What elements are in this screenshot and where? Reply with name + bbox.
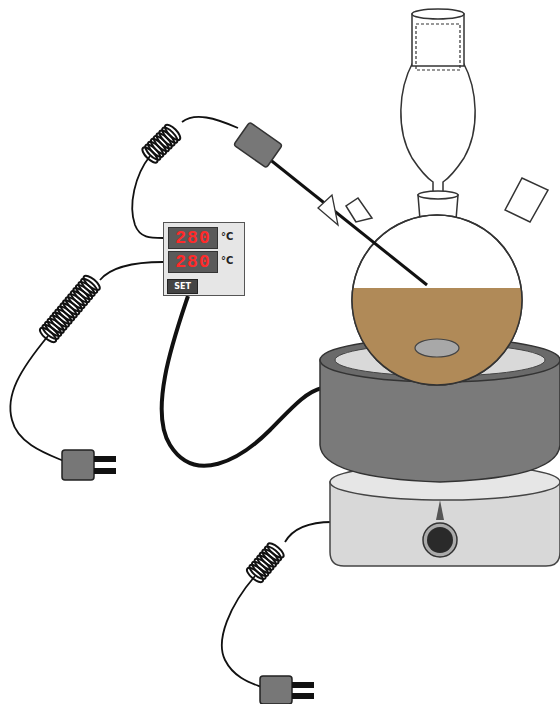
plug bbox=[62, 450, 116, 480]
thermocouple-probe bbox=[234, 122, 427, 285]
cable bbox=[10, 117, 332, 688]
addition-funnel bbox=[401, 9, 475, 196]
unit-label: °C bbox=[221, 232, 233, 242]
plug bbox=[260, 676, 314, 704]
display-reading: 280 bbox=[175, 253, 210, 271]
power-cable bbox=[162, 296, 322, 466]
set-button: SET bbox=[167, 279, 198, 294]
temperature-display: 280 bbox=[168, 227, 218, 249]
display-reading: 280 bbox=[175, 229, 210, 247]
button-label: SET bbox=[174, 283, 191, 291]
unit-label: °C bbox=[221, 256, 233, 266]
temperature-controller: °C °C 280 280SET bbox=[163, 222, 245, 296]
temperature-display: 280 bbox=[168, 251, 218, 273]
round-bottom-flask bbox=[346, 178, 548, 388]
stir-bar bbox=[415, 339, 459, 357]
